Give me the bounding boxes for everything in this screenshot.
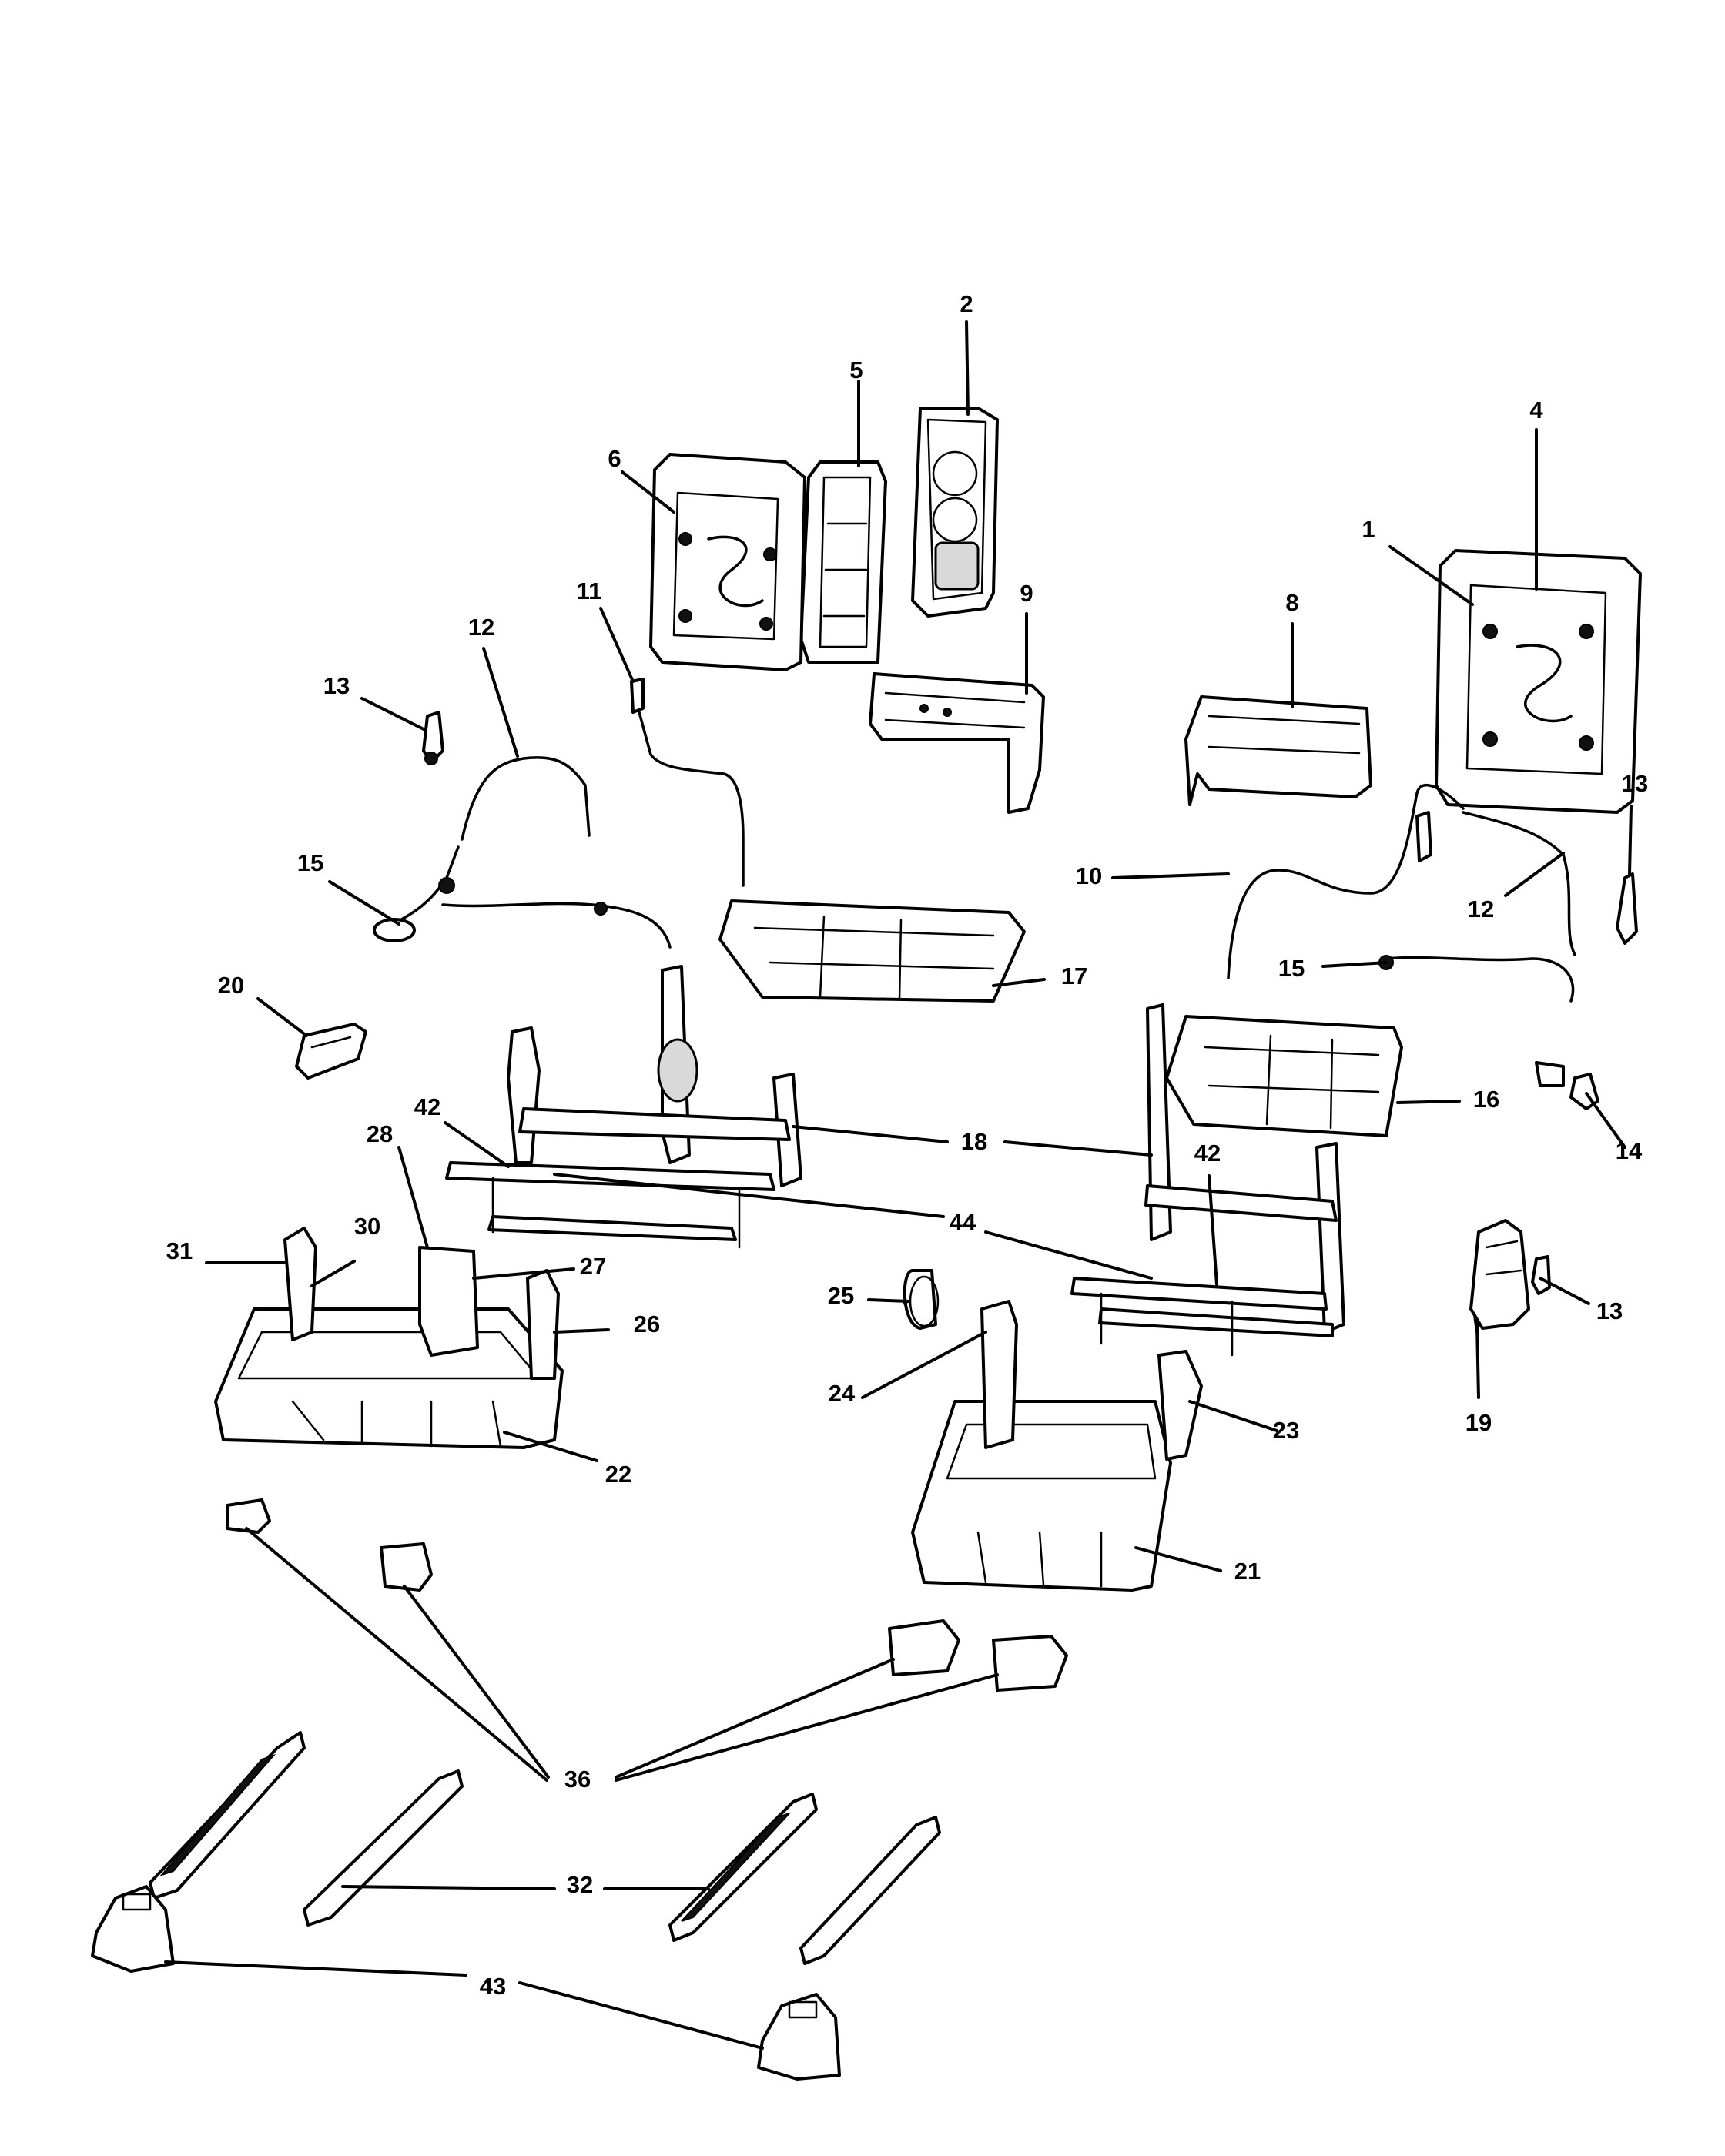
callout-43: 43 — [480, 1973, 506, 2000]
part-4-seatback-frame — [1435, 549, 1642, 814]
callout-16: 16 — [1473, 1086, 1499, 1113]
callout-25: 25 — [828, 1282, 854, 1309]
callout-1: 1 — [1362, 516, 1375, 543]
callout-18: 18 — [961, 1128, 987, 1155]
callout-4: 4 — [1529, 397, 1543, 424]
callout-11: 11 — [577, 578, 602, 604]
callout-19: 19 — [1465, 1409, 1492, 1436]
part-9-trim-panel — [869, 672, 1045, 814]
callout-labels: 2 5 6 4 1 9 8 11 12 13 13 13 15 15 10 12… — [166, 290, 1648, 2000]
callout-14: 14 — [1616, 1137, 1643, 1164]
part-18-seat-frame-left — [445, 965, 802, 1249]
callout-42-right: 42 — [1194, 1140, 1221, 1167]
part-32-seat-tracks — [149, 1731, 941, 1965]
callout-30: 30 — [354, 1213, 380, 1240]
part-2-armrest-panel — [911, 407, 999, 618]
part-16-seat-pan — [1165, 1015, 1403, 1137]
part-18-seat-frame-right — [1070, 1003, 1345, 1357]
callout-2: 2 — [960, 290, 973, 317]
part-8-trim-panel — [1184, 695, 1372, 806]
part-17-seat-pan — [718, 899, 1026, 1003]
part-13-clip-lower — [1531, 1255, 1551, 1295]
part-21-seat-base — [911, 1300, 1203, 1592]
callout-26: 26 — [634, 1311, 660, 1337]
callout-31: 31 — [166, 1237, 193, 1264]
callout-28: 28 — [367, 1120, 393, 1147]
callout-10: 10 — [1076, 862, 1102, 889]
callout-9: 9 — [1020, 580, 1033, 607]
callout-8: 8 — [1285, 589, 1298, 616]
part-11-cable — [630, 678, 745, 887]
callout-13-left: 13 — [323, 672, 350, 699]
callout-12-left: 12 — [468, 614, 494, 641]
callout-36: 36 — [564, 1766, 591, 1793]
callout-12-right: 12 — [1468, 896, 1494, 922]
part-12-15-harness-left — [373, 756, 672, 949]
callout-21: 21 — [1234, 1558, 1261, 1585]
part-25-clamp — [903, 1269, 940, 1330]
callout-17: 17 — [1061, 962, 1087, 989]
part-22-seat-base — [214, 1227, 564, 1449]
part-13-clip-right — [1616, 872, 1638, 945]
callout-42-left: 42 — [414, 1093, 440, 1120]
callout-44: 44 — [950, 1209, 976, 1236]
callout-13-right: 13 — [1622, 770, 1648, 797]
callout-20: 20 — [218, 972, 244, 999]
callout-23: 23 — [1273, 1417, 1299, 1444]
leader-lines — [164, 320, 1633, 2050]
part-20-side-trim — [295, 1023, 367, 1080]
part-19-side-shield — [1469, 1219, 1530, 1330]
part-10-12-15-harness-right — [1227, 784, 1576, 1003]
callout-5: 5 — [849, 357, 862, 383]
callout-22: 22 — [605, 1461, 631, 1488]
part-6-seatback-frame — [649, 453, 806, 671]
callout-32: 32 — [567, 1871, 593, 1898]
callout-27: 27 — [580, 1253, 606, 1280]
part-36-covers — [226, 1498, 1068, 1692]
part-13-clip-left — [422, 711, 444, 765]
callout-24: 24 — [829, 1380, 856, 1407]
part-43-end-caps — [91, 1885, 841, 2081]
part-14-handle — [1535, 1061, 1599, 1110]
callout-13-lower: 13 — [1596, 1297, 1623, 1324]
callout-15-right: 15 — [1278, 955, 1305, 982]
callout-6: 6 — [608, 445, 621, 472]
part-5-center-bracket — [799, 460, 887, 664]
callout-15-left: 15 — [297, 849, 323, 876]
